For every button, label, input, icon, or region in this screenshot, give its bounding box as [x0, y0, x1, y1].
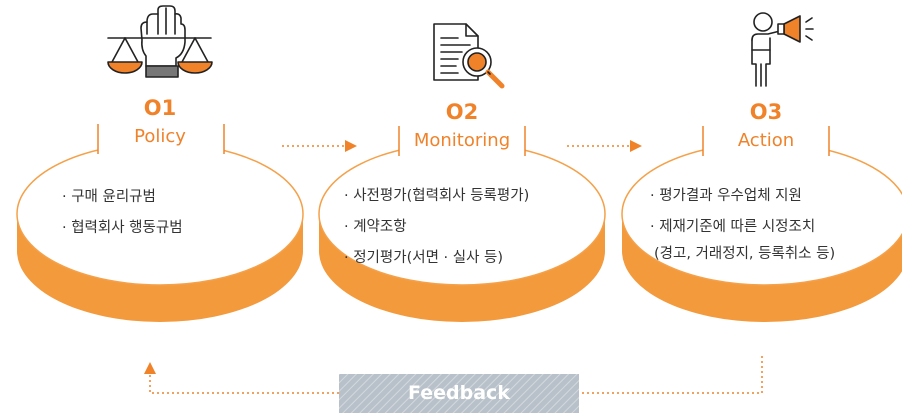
title-bracket-policy	[97, 122, 225, 158]
document-magnifier-icon	[433, 23, 505, 89]
disk-action	[621, 142, 902, 322]
feedback-label: Feedback	[408, 382, 510, 404]
arrow-monitoring-to-action	[567, 140, 642, 152]
title-bracket-monitoring	[398, 124, 526, 160]
monitoring-item-2: · 계약조항	[344, 219, 407, 235]
scales-fist-icon	[107, 5, 213, 78]
disk-policy	[16, 142, 304, 322]
action-item-1: · 평가결과 우수업체 지원	[650, 188, 802, 204]
step-number-action: O3	[749, 100, 783, 124]
policy-item-2: · 협력회사 행동규범	[62, 220, 183, 236]
step-title-action: Action	[737, 130, 795, 151]
action-item-3: (경고, 거래정지, 등록취소 등)	[654, 246, 836, 262]
feedback-loop-arrow	[144, 356, 763, 394]
monitoring-item-3: · 정기평가(서면 · 실사 등)	[344, 250, 504, 266]
feedback-box	[339, 374, 579, 413]
title-bracket-action	[702, 124, 830, 160]
monitoring-item-1: · 사전평가(협력회사 등록평가)	[344, 188, 530, 204]
person-megaphone-icon	[751, 12, 814, 87]
step-title-monitoring: Monitoring	[413, 130, 511, 151]
policy-item-1: · 구매 윤리규범	[62, 189, 156, 205]
step-number-policy: O1	[143, 96, 177, 120]
step-title-policy: Policy	[134, 126, 186, 147]
arrow-policy-to-monitoring	[282, 140, 357, 152]
step-number-monitoring: O2	[445, 100, 479, 124]
action-item-2: · 제재기준에 따른 시정조치	[650, 219, 816, 235]
disk-monitoring	[318, 142, 606, 322]
